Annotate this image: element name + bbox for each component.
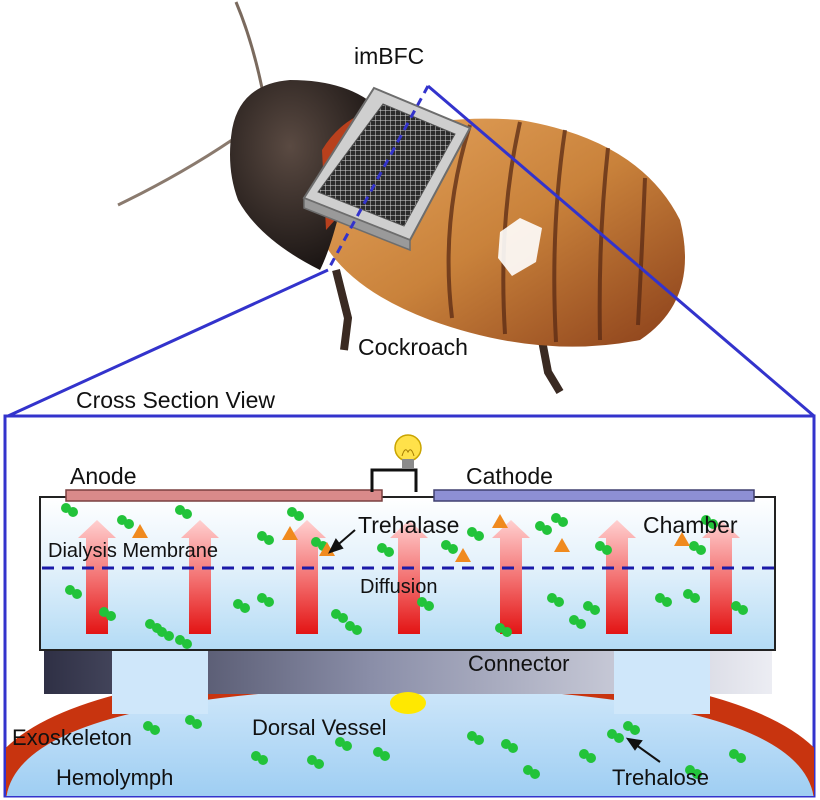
trehalose-molecule-icon [185, 715, 202, 729]
trehalose-molecule-icon [655, 593, 672, 607]
trehalase-enzyme-icon [455, 548, 471, 562]
trehalose-molecule-icon [569, 615, 586, 629]
trehalose-molecule-icon [61, 503, 78, 517]
trehalose-molecule-icon [535, 521, 552, 535]
white-marking [498, 218, 542, 276]
trehalose-molecules [61, 503, 748, 779]
trehalose-molecule-icon [583, 601, 600, 615]
anode-label: Anode [70, 463, 137, 489]
section-title: Cross Section View [76, 387, 275, 413]
trehalose-molecule-icon [377, 543, 394, 557]
trehalose-molecule-icon [233, 599, 250, 613]
dorsal-vessel-label: Dorsal Vessel [252, 715, 387, 740]
diffusion-arrow-icon [288, 520, 326, 634]
trehalose-molecule-icon [595, 541, 612, 555]
trehalose-molecule-icon [417, 597, 434, 611]
diffusion-arrow-icon [492, 520, 530, 634]
zoom-guides [3, 84, 816, 798]
trehalose-molecule-icon [287, 507, 304, 521]
trehalose-molecule-icon [117, 515, 134, 529]
trehalase-enzyme-icon [492, 514, 508, 528]
trehalose-molecule-icon [467, 731, 484, 745]
trehalose-molecule-icon [373, 747, 390, 761]
external-circuit [370, 434, 422, 492]
leg [332, 269, 353, 351]
trehalose-molecule-icon [523, 765, 540, 779]
trehalose-molecule-icon [547, 593, 564, 607]
trehalose-molecule-icon [251, 751, 268, 765]
antenna [117, 138, 233, 207]
trehalose-molecule-icon [729, 749, 746, 763]
trehalose-molecule-icon [99, 607, 116, 621]
insect-label: Cockroach [358, 334, 468, 360]
trehalose-molecule-icon [467, 527, 484, 541]
trehalase-enzyme-icon [282, 526, 298, 540]
chamber-label: Chamber [643, 512, 738, 538]
pointer-arrows [328, 529, 661, 763]
trehalase-label: Trehalase [358, 512, 459, 538]
membrane-label: Dialysis Membrane [48, 540, 218, 562]
trehalose-molecule-icon [441, 540, 458, 554]
cathode-label: Cathode [466, 463, 553, 489]
diffusion-arrow-icon [78, 520, 116, 634]
trehalose-molecule-icon [175, 505, 192, 519]
hemolymph-label: Hemolymph [56, 765, 173, 790]
diffusion-arrow-icon [181, 520, 219, 634]
section-cut-line [326, 85, 430, 271]
trehalose-molecule-icon [683, 589, 700, 603]
trehalose-molecule-icon [685, 765, 702, 779]
trehalose-molecule-icon [731, 601, 748, 615]
trehalose-molecule-icon [345, 621, 362, 635]
cockroach-illustration [117, 1, 685, 395]
abdomen-segments [446, 121, 647, 343]
cathode-electrode [433, 489, 755, 502]
trehalase-enzyme-icon [554, 538, 570, 552]
trehalose-label: Trehalose [612, 765, 709, 790]
diffusion-arrows [78, 520, 740, 634]
diffusion-label: Diffusion [360, 576, 437, 598]
device-label: imBFC [354, 43, 424, 69]
trehalose-molecule-icon [143, 721, 160, 735]
trehalose-molecule-icon [551, 513, 568, 527]
trehalose-molecule-icon [157, 627, 174, 641]
trehalose-molecule-icon [175, 635, 192, 649]
trehalose-molecule-icon [495, 623, 512, 637]
hemolymph [6, 686, 814, 796]
trehalose-molecule-icon [307, 755, 324, 769]
light-bulb-icon [394, 434, 422, 468]
trehalose-molecule-icon [331, 609, 348, 623]
connector-label: Connector [468, 651, 570, 676]
trehalose-molecule-icon [607, 729, 624, 743]
antenna [234, 1, 264, 89]
diffusion-arrow-icon [702, 520, 740, 634]
trehalose-molecule-icon [257, 531, 274, 545]
trehalose-molecule-icon [335, 737, 352, 751]
trehalose-molecule-icon [689, 541, 706, 555]
trehalose-molecule-icon [65, 585, 82, 599]
trehalase-enzyme-icon [674, 532, 690, 546]
trehalose-molecule-icon [579, 749, 596, 763]
trehalose-molecule-icon [257, 593, 274, 607]
anode-electrode [65, 489, 383, 502]
trehalose-molecule-icon [501, 739, 518, 753]
dorsal-vessel [390, 692, 426, 714]
trehalose-molecule-icon [623, 721, 640, 735]
exoskeleton-label: Exoskeleton [12, 725, 132, 750]
trehalose-molecule-icon [701, 515, 718, 529]
trehalase-enzyme-icon [132, 524, 148, 538]
